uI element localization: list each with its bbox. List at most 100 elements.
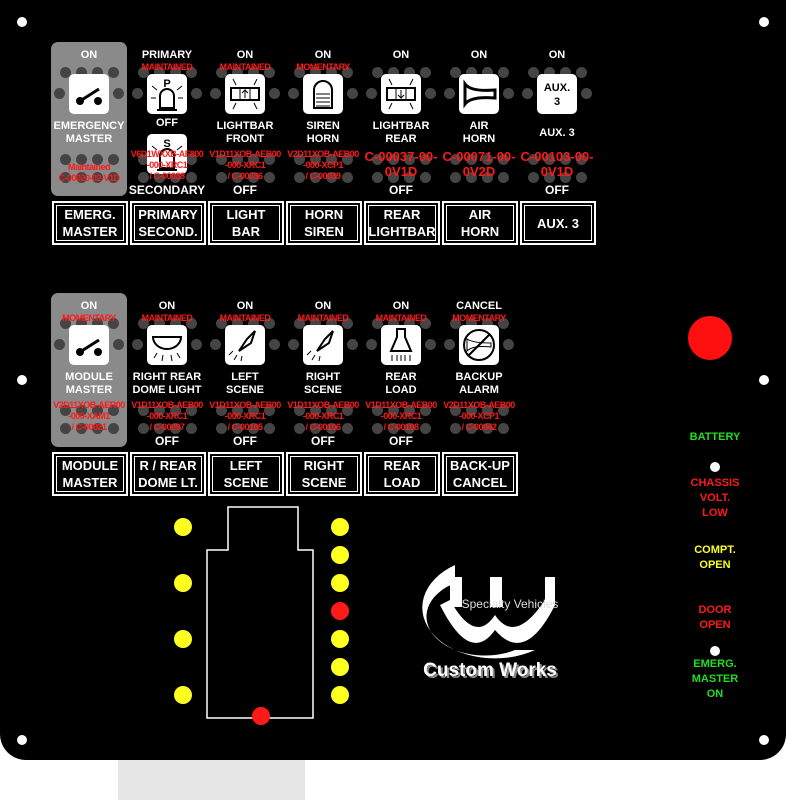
- button-label: SCENE: [301, 475, 347, 490]
- indicator-dot: [342, 154, 353, 165]
- yellow-led: [331, 518, 349, 536]
- switch-mode-label: MOMENTARY: [296, 62, 350, 72]
- indicator-dot: [310, 405, 321, 416]
- svg-text:3: 3: [554, 96, 560, 108]
- part-code: Maintained: [67, 162, 111, 172]
- button-label: REAR: [383, 458, 421, 473]
- indicator-dot: [92, 318, 103, 329]
- indicator-dot: [544, 172, 555, 183]
- yellow-led: [174, 686, 192, 704]
- indicator-dot: [498, 154, 509, 165]
- indicator-dot: [294, 172, 305, 183]
- button-label: DOME LT.: [138, 475, 198, 490]
- lightbar-rear-icon: [381, 74, 421, 114]
- load-light-icon: [381, 325, 421, 365]
- yellow-led: [331, 658, 349, 676]
- indicator-dot: [154, 405, 165, 416]
- indicator-dot: [210, 88, 221, 99]
- panel-tab: [118, 760, 305, 800]
- indicator-dot: [108, 67, 119, 78]
- indicator-dot: [216, 154, 227, 165]
- svg-text:AUX.: AUX.: [544, 82, 570, 94]
- indicator-dot: [420, 318, 431, 329]
- indicator-dot: [544, 67, 555, 78]
- indicator-dot: [450, 405, 461, 416]
- switch-label: SCENE: [226, 384, 264, 396]
- lightbar-front-icon: [225, 74, 265, 114]
- indicator-dot: [388, 318, 399, 329]
- indicator-dot: [326, 318, 337, 329]
- switch-label: MODULE: [65, 371, 113, 383]
- switch-button-aux-3[interactable]: AUX. 3: [520, 201, 596, 245]
- indicator-dot: [216, 172, 227, 183]
- indicator-dot: [269, 88, 280, 99]
- switch-mode-label: MAINTAINED: [219, 62, 271, 72]
- indicator-dot: [54, 339, 65, 350]
- indicator-dot: [388, 423, 399, 434]
- indicator-dot: [420, 423, 431, 434]
- part-code: / C-00038: [149, 171, 185, 181]
- state-off-label: OFF: [311, 434, 335, 448]
- state-on-label: ON: [236, 300, 254, 312]
- indicator-dot: [232, 405, 243, 416]
- indicator-dot: [466, 318, 477, 329]
- indicator-dot: [264, 405, 275, 416]
- indicator-dot: [310, 172, 321, 183]
- switch-button-rear-load[interactable]: REAR LOAD: [364, 452, 440, 496]
- button-label: BACK-UP: [450, 458, 510, 473]
- switch-label: FRONT: [226, 133, 264, 145]
- state-on-label: ON: [548, 49, 566, 61]
- indicator-dot: [342, 423, 353, 434]
- indicator-dot: [186, 172, 197, 183]
- button-label: HORN: [304, 207, 344, 222]
- indicator-dot: [60, 423, 71, 434]
- indicator-dot: [216, 405, 227, 416]
- state-on-label: ON: [470, 49, 488, 61]
- indicator-dot: [154, 318, 165, 329]
- indicator-dot: [450, 172, 461, 183]
- indicator-dot: [170, 172, 181, 183]
- indicator-dot: [232, 67, 243, 78]
- button-label: LIGHT: [226, 207, 266, 222]
- indicator-dot: [248, 318, 259, 329]
- red-push-button[interactable]: [688, 316, 732, 360]
- part-code: C-00020-02-V1D: [58, 173, 120, 183]
- indicator-dot: [528, 172, 539, 183]
- indicator-dot: [60, 172, 71, 183]
- state-on-label: ON: [236, 49, 254, 61]
- indicator-dot: [154, 67, 165, 78]
- indicator-dot: [420, 405, 431, 416]
- part-code: -000-XRC1: [380, 411, 422, 421]
- indicator-dot: [92, 423, 103, 434]
- part-code: C-00037-00-: [364, 149, 438, 164]
- indicator-dot: [342, 67, 353, 78]
- part-code: -000-XRC1: [302, 411, 344, 421]
- aux3-icon: AUX. 3: [537, 74, 577, 114]
- indicator-dot: [288, 88, 299, 99]
- indicator-dot: [138, 67, 149, 78]
- indicator-dot: [264, 423, 275, 434]
- switch-label: SIREN: [306, 120, 340, 132]
- indicator-dot: [372, 423, 383, 434]
- switch-label: AUX. 3: [539, 127, 575, 139]
- indicator-dot: [482, 405, 493, 416]
- switch-button-emerg-master[interactable]: EMERG.MASTER: [52, 201, 128, 245]
- indicator-dot: [76, 318, 87, 329]
- button-label: LOAD: [383, 475, 421, 490]
- switch-label: RIGHT: [305, 371, 341, 383]
- indicator-dot: [186, 67, 197, 78]
- part-code: 0V1D: [540, 164, 574, 179]
- indicator-dot: [366, 88, 377, 99]
- part-code: C-00103-00-: [520, 149, 594, 164]
